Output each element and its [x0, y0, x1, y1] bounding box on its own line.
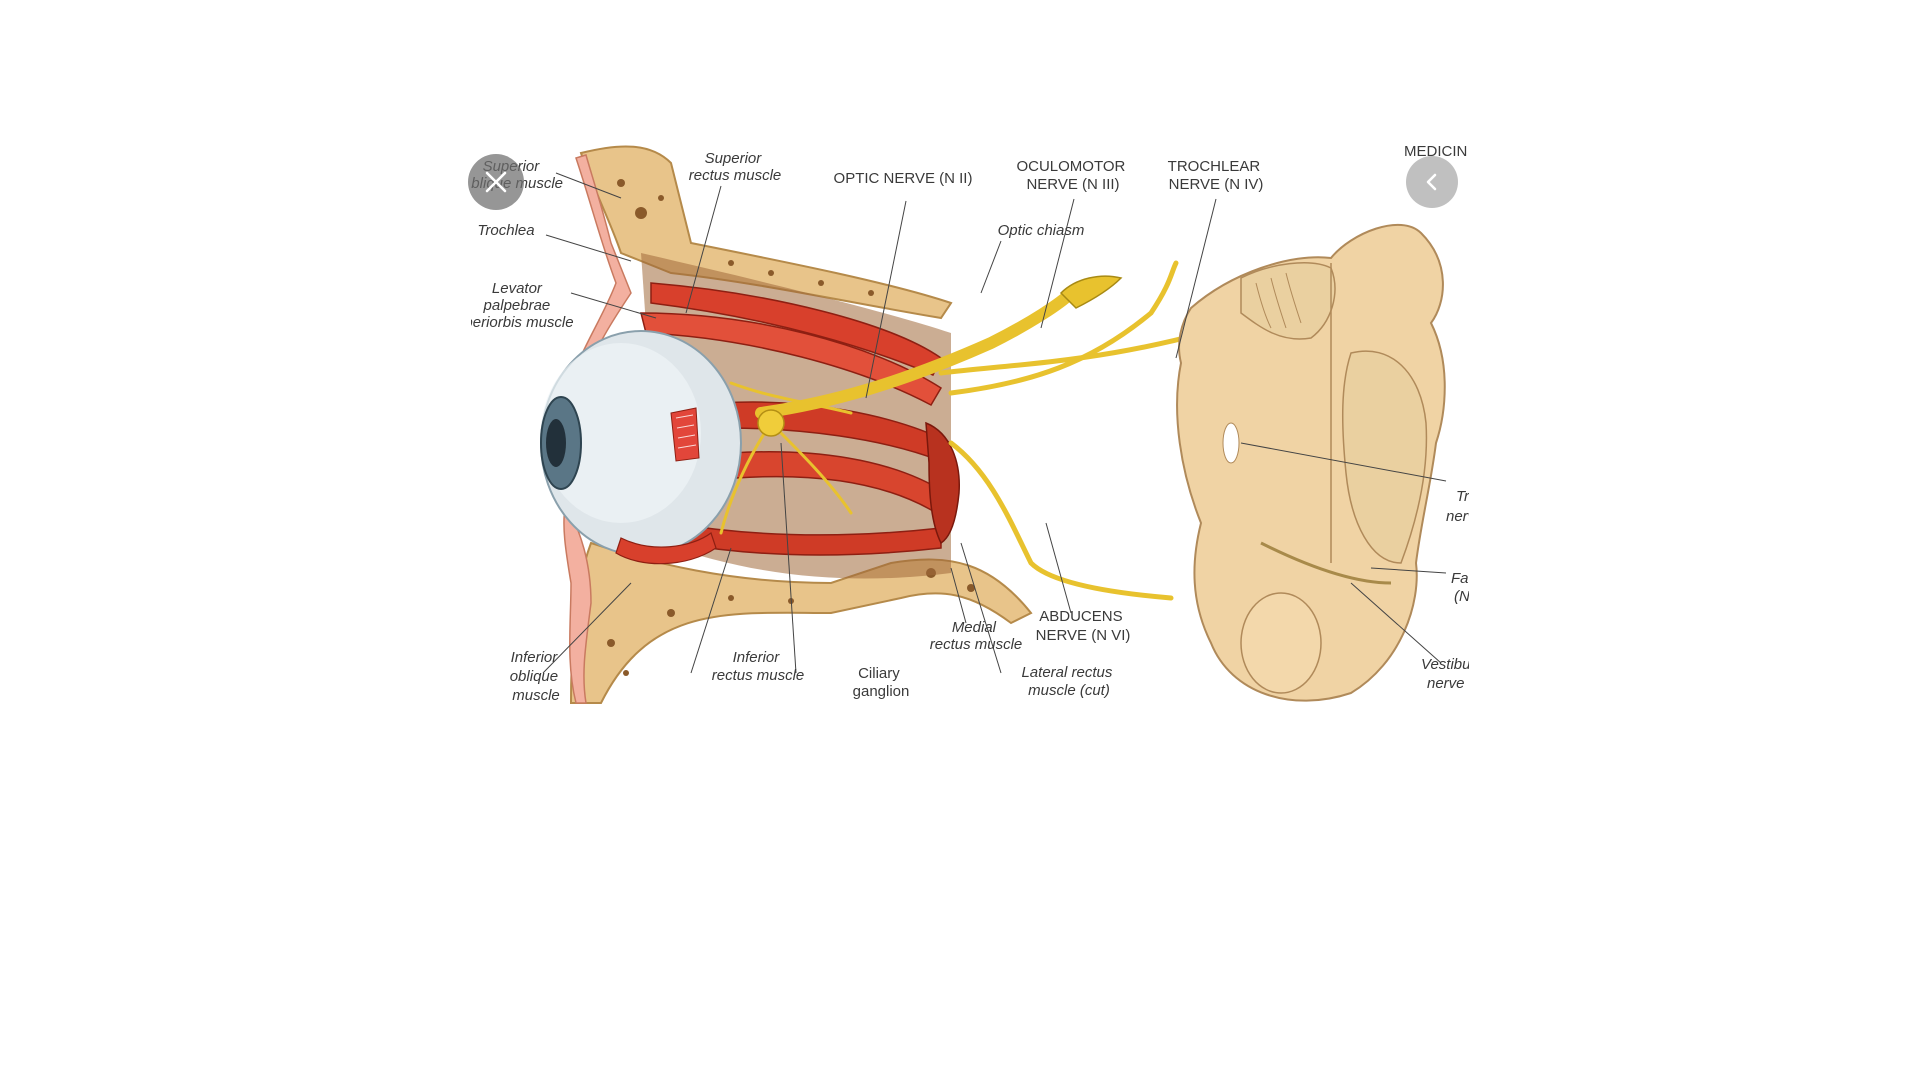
label-lateral-rectus: Lateral rectus muscle (cut)	[1021, 664, 1116, 699]
close-icon	[485, 171, 507, 193]
levator-band	[640, 312, 943, 406]
lateral-rectus-cut	[925, 421, 960, 545]
eyeball	[540, 330, 742, 565]
brainstem	[1176, 223, 1446, 702]
orbital-bone-lower	[569, 541, 1033, 704]
inferior-rectus-band	[669, 522, 942, 556]
anatomy-illustration: Superior oblique muscle Trochlea Levator…	[471, 143, 1469, 707]
chevron-left-icon	[1426, 173, 1437, 191]
label-medial-rectus: Medial rectus muscle	[930, 619, 1023, 653]
label-oculomotor: OCULOMOTOR NERVE (N III)	[1016, 158, 1129, 193]
bone-texture	[607, 179, 975, 676]
label-optic-nerve: OPTIC NERVE (N II)	[834, 170, 973, 187]
label-ciliary-ganglion: Ciliary ganglion	[853, 665, 910, 700]
leader-lines	[542, 172, 1447, 674]
close-button[interactable]	[468, 154, 524, 210]
skin-edge-lower	[563, 500, 592, 704]
nerves	[719, 260, 1274, 601]
label-trigeminal: Tr nerv	[1446, 488, 1469, 525]
label-medicine: MEDICIN	[1404, 143, 1467, 160]
label-facial: Fa (N	[1451, 570, 1469, 605]
label-inferior-oblique: Inferior oblique muscle	[510, 649, 563, 704]
label-abducens: ABDUCENS NERVE (N VI)	[1036, 608, 1131, 644]
label-vestibulocochlear: Vestibu nerve (	[1421, 656, 1469, 692]
superior-rectus-band	[650, 282, 942, 376]
label-levator: Levator palpebrae periorbis muscle	[471, 280, 574, 331]
eye-anatomy-figure: Superior oblique muscle Trochlea Levator…	[471, 143, 1469, 704]
ciliary-ganglion-node	[757, 409, 785, 437]
previous-image-button[interactable]	[1406, 156, 1458, 208]
label-inferior-rectus: Inferior rectus muscle	[712, 649, 805, 684]
label-trochlea: Trochlea	[477, 222, 534, 239]
optic-chiasm	[1059, 275, 1123, 309]
label-superior-rectus: Superior rectus muscle	[689, 150, 782, 184]
label-optic-chiasm: Optic chiasm	[998, 222, 1085, 239]
label-trochlear: TROCHLEAR NERVE (N IV)	[1168, 158, 1265, 193]
orbital-bone-upper	[579, 145, 953, 320]
